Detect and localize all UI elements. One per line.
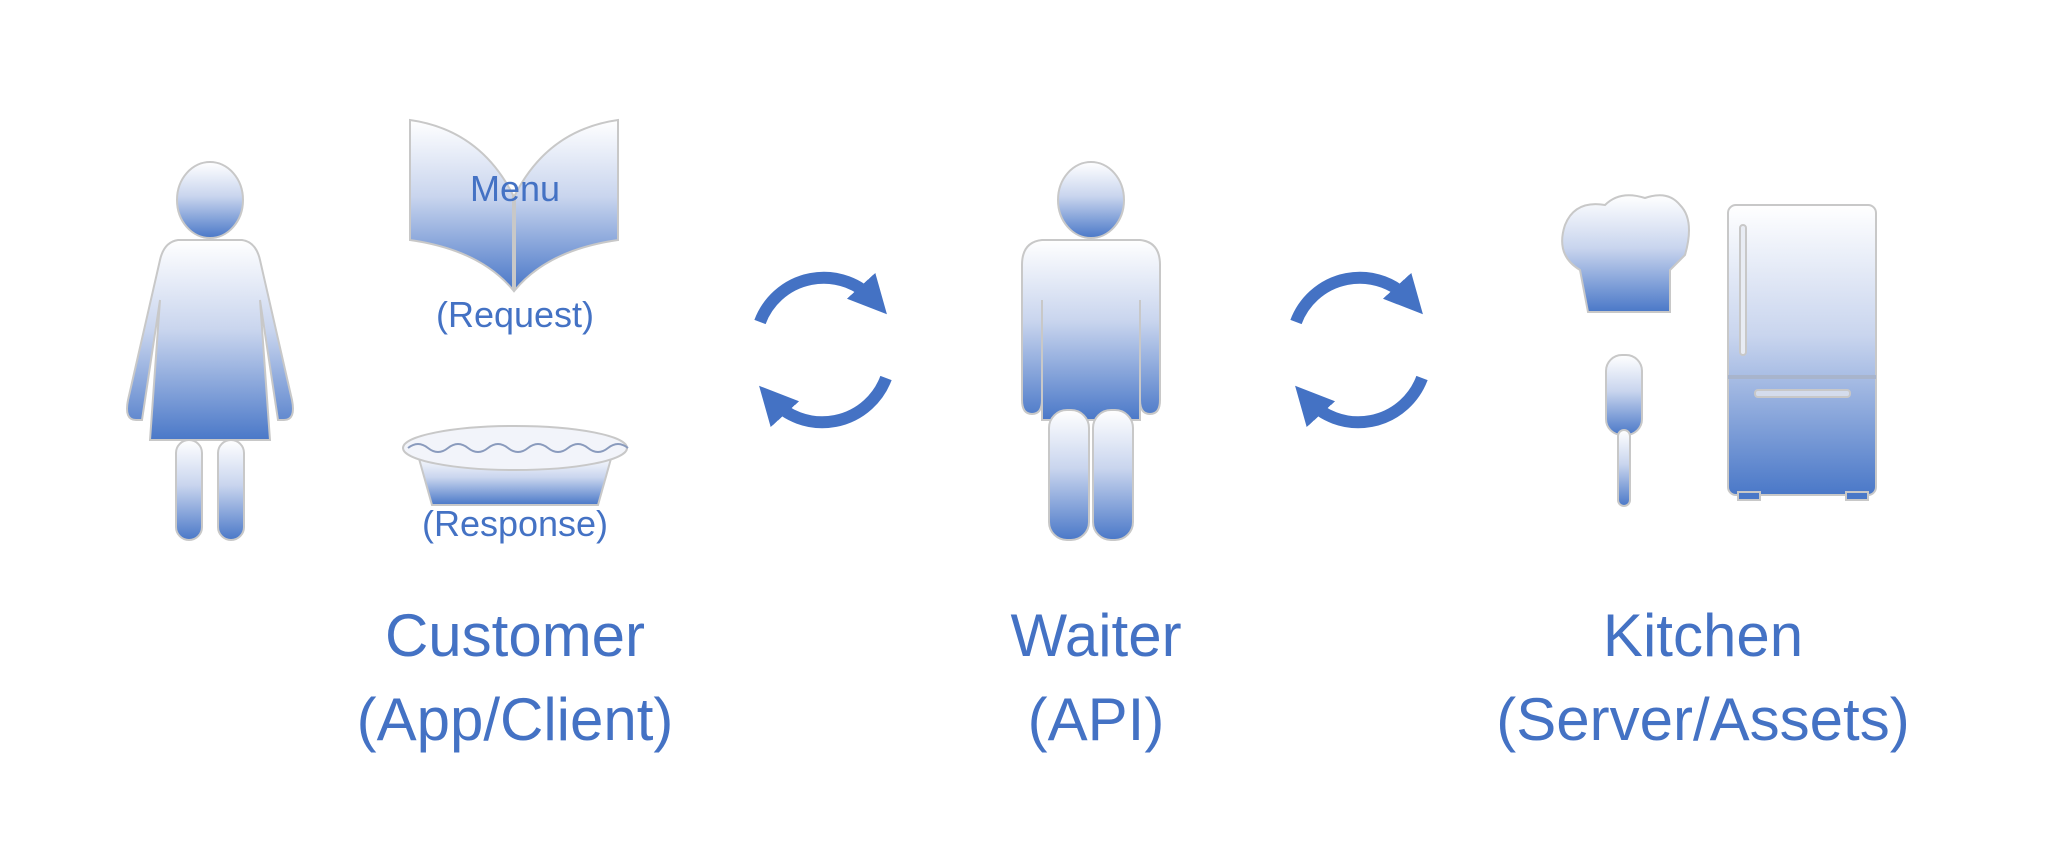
sync-arrows-icon xyxy=(754,271,892,429)
spatula-icon xyxy=(1605,354,1643,507)
menu-label: Menu xyxy=(469,168,561,209)
customer-woman-icon xyxy=(126,161,294,541)
waiter-man-icon xyxy=(1021,161,1161,541)
customer-subtitle: (App/Client) xyxy=(356,686,674,753)
menu-book-icon xyxy=(409,118,619,293)
waiter-title: Waiter xyxy=(1010,602,1182,669)
waiter-subtitle: (API) xyxy=(1027,686,1165,753)
request-label: (Request) xyxy=(435,294,595,335)
response-label: (Response) xyxy=(421,503,609,544)
sync-arrows-icon xyxy=(1290,271,1428,429)
refrigerator-icon xyxy=(1727,204,1877,501)
kitchen-subtitle: (Server/Assets) xyxy=(1496,686,1910,753)
kitchen-title: Kitchen xyxy=(1602,602,1804,669)
chef-hat-icon xyxy=(1561,194,1690,313)
customer-title: Customer xyxy=(384,602,646,669)
pie-icon xyxy=(402,425,629,506)
